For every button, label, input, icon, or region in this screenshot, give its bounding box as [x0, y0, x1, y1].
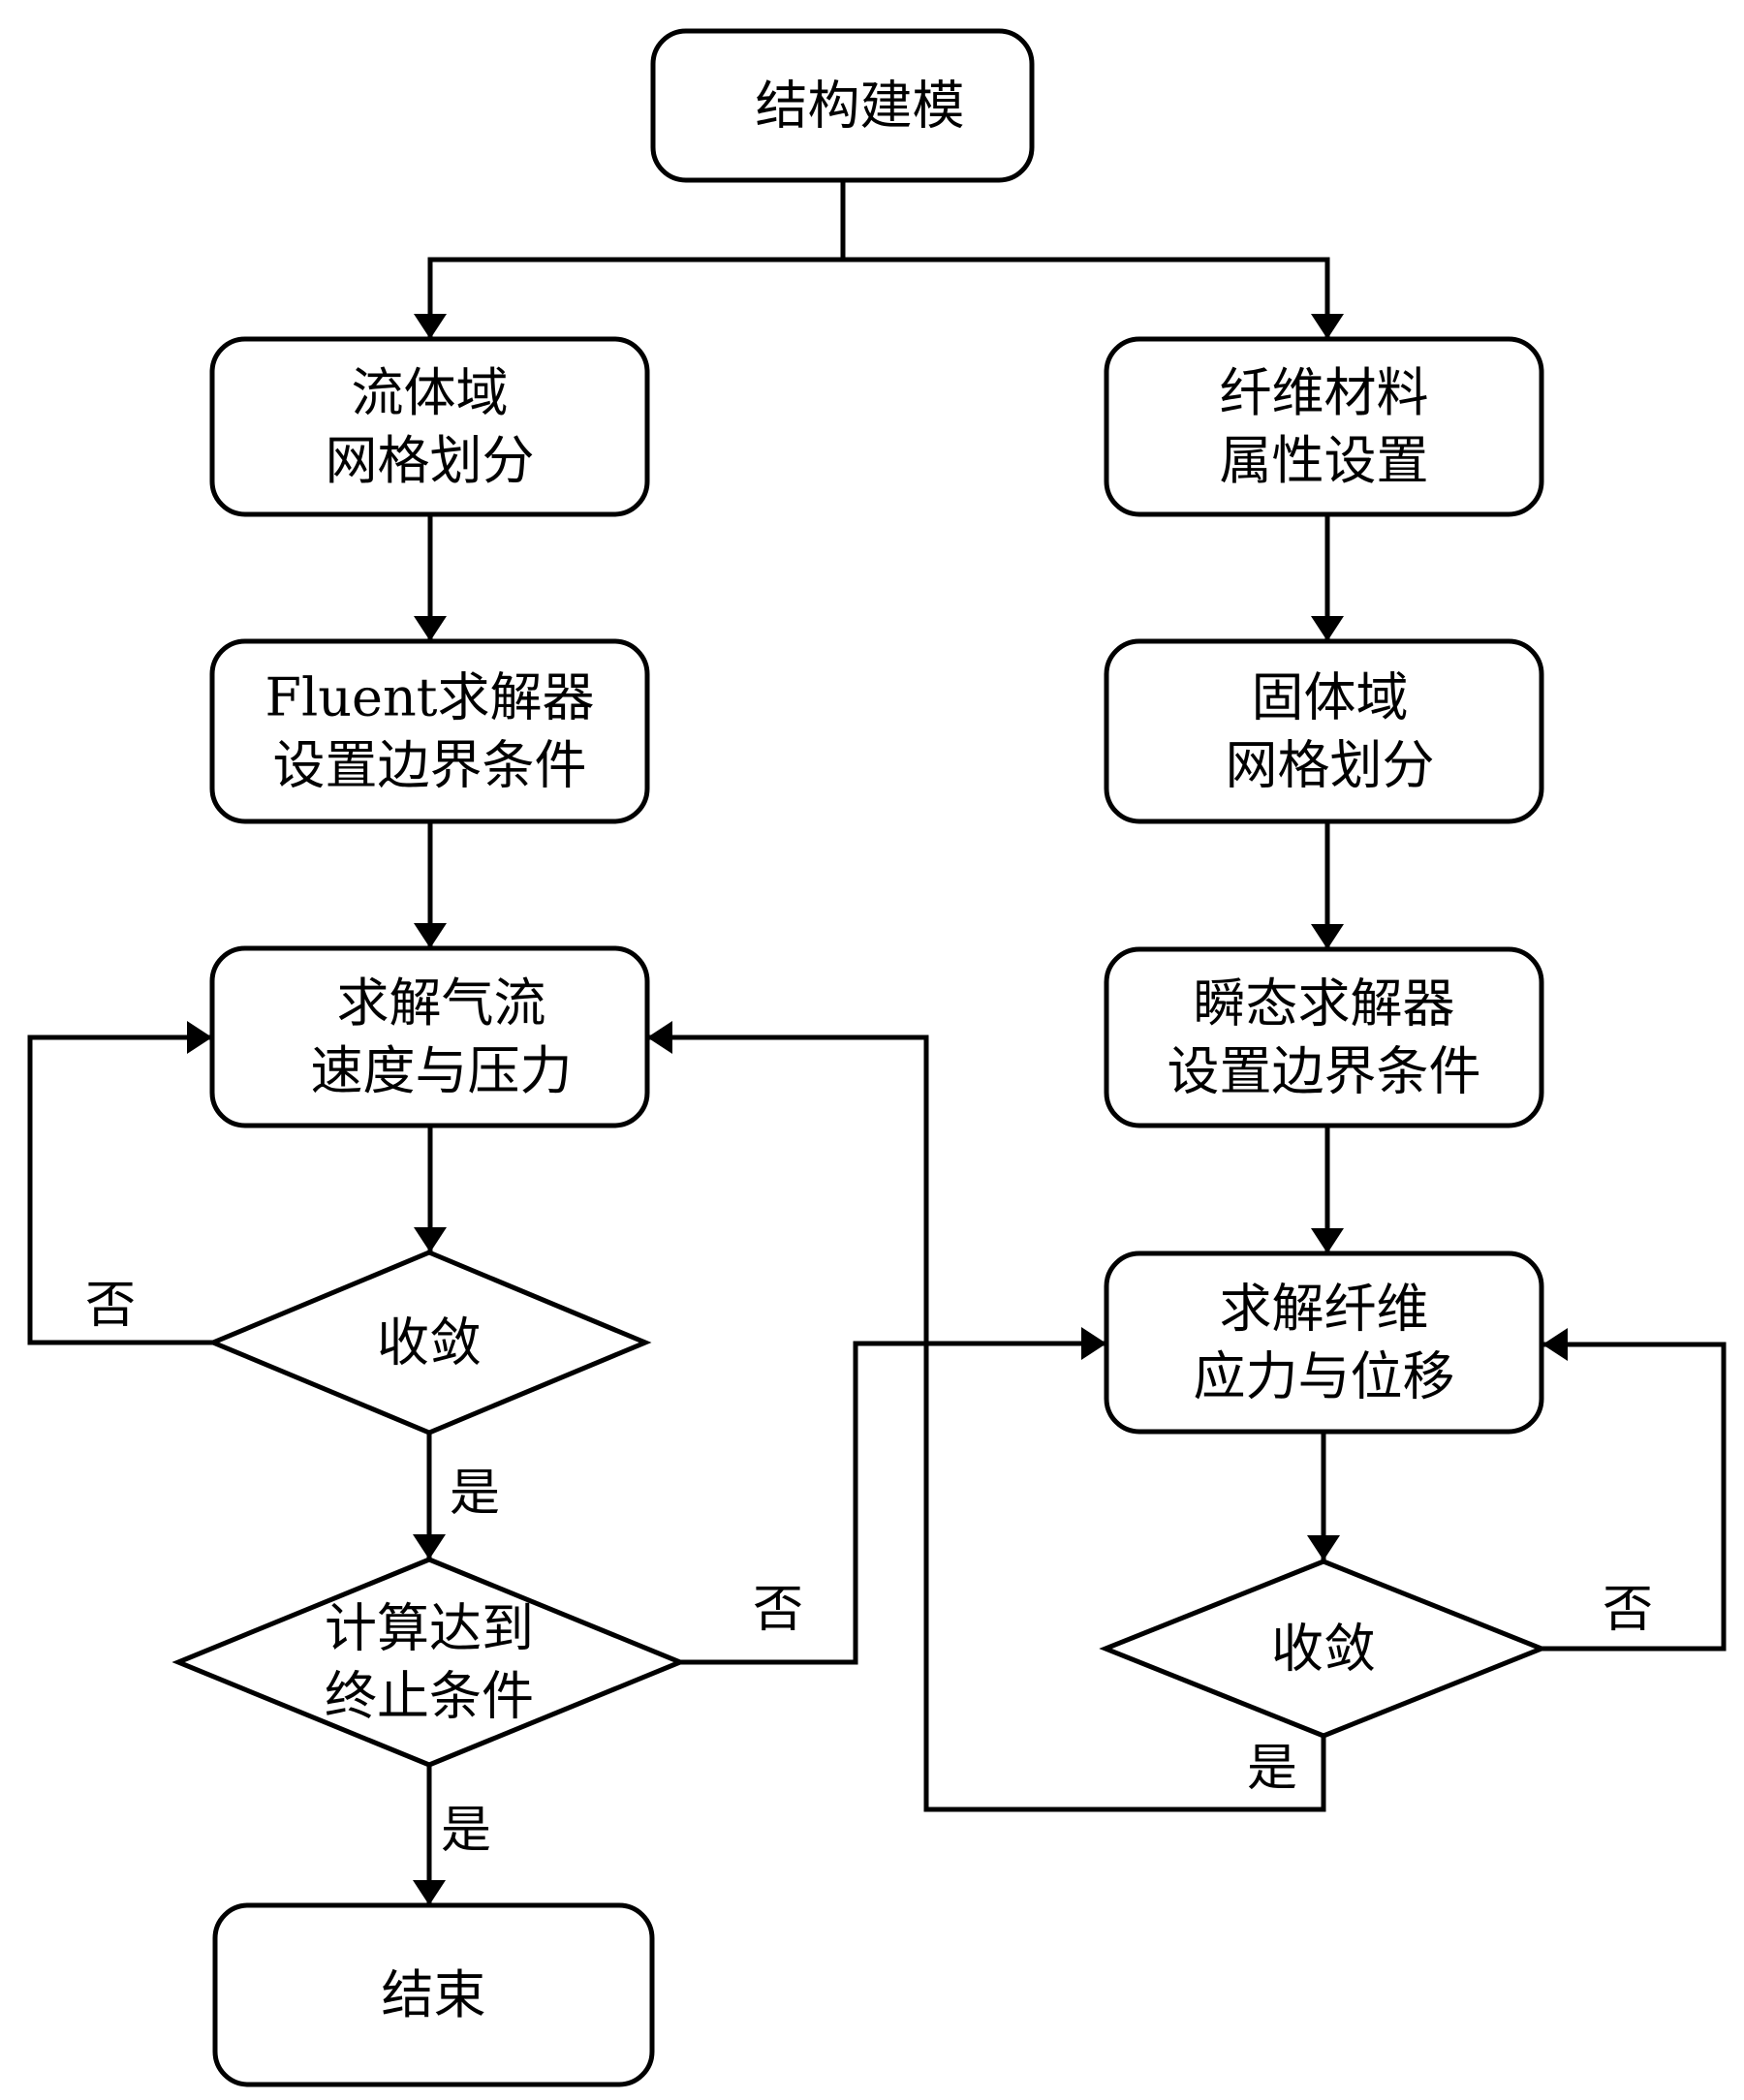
node-label-line: 设置边界条件 — [1168, 1041, 1481, 1102]
process-box — [209, 336, 650, 517]
process-box — [1104, 946, 1544, 1128]
node-label-line: 纤维材料 — [1220, 362, 1429, 423]
process-box — [212, 1902, 655, 2087]
yes-label: 是 — [450, 1465, 500, 1523]
node-label-line: 速度与压力 — [311, 1040, 573, 1101]
no-label: 否 — [85, 1277, 136, 1335]
node-label-line: 收敛 — [1271, 1619, 1376, 1680]
edge-fiber-converge-to-solve-fiber — [1542, 1328, 1727, 1652]
yes-label: 是 — [1247, 1740, 1297, 1798]
process-box — [1104, 1251, 1544, 1435]
node-end: 结束 — [212, 1902, 655, 2087]
node-fiber-converge: 收敛 — [1099, 1559, 1548, 1739]
process-box — [650, 28, 1035, 183]
edge-structure-modeling-to-fiber-material-properties — [840, 180, 1344, 339]
node-label-line: 应力与位移 — [1194, 1346, 1455, 1407]
process-box — [1104, 336, 1544, 517]
no-label: 否 — [753, 1581, 803, 1639]
node-label-line: 计算达到 — [325, 1598, 534, 1659]
decision-diamond — [1099, 1559, 1548, 1739]
node-label-line: 瞬态求解器 — [1194, 973, 1455, 1035]
edges-layer — [27, 180, 1727, 1905]
edge-termination-check-to-solve-fiber — [680, 1327, 1106, 1665]
process-box — [209, 638, 650, 824]
node-label-line: 固体域 — [1252, 667, 1409, 728]
node-label-line: 网格划分 — [1226, 735, 1435, 796]
decision-diamond — [171, 1557, 687, 1768]
process-box — [209, 945, 650, 1128]
node-label-line: 结束 — [382, 1964, 486, 2025]
node-label-line: 求解气流 — [337, 973, 546, 1034]
node-label-line: 终止条件 — [325, 1666, 534, 1727]
no-label: 否 — [1603, 1581, 1653, 1639]
node-airflow-converge: 收敛 — [206, 1250, 652, 1436]
node-label-line: 流体域 — [352, 362, 509, 423]
node-label-line: 收敛 — [377, 1312, 482, 1374]
node-label-line: 结构建模 — [756, 76, 965, 137]
nodes-layer: 结构建模流体域网格划分Fluent求解器设置边界条件求解气流速度与压力收敛计算达… — [171, 28, 1548, 2087]
process-box — [1104, 638, 1544, 824]
node-label-line: 设置边界条件 — [273, 735, 587, 796]
decision-diamond — [206, 1250, 652, 1436]
node-label-line: 网格划分 — [326, 430, 535, 491]
edge-airflow-converge-to-solve-airflow — [27, 1021, 213, 1345]
node-structure-modeling: 结构建模 — [650, 28, 1035, 183]
edge-structure-modeling-to-fluid-domain-meshing — [414, 257, 843, 339]
edge-fiber-converge-to-solve-airflow — [647, 1021, 1326, 1812]
node-label-line: 求解纤维 — [1220, 1279, 1429, 1340]
node-label-line: Fluent求解器 — [265, 667, 595, 728]
node-label-line: 属性设置 — [1220, 430, 1429, 491]
yes-label: 是 — [441, 1802, 491, 1860]
